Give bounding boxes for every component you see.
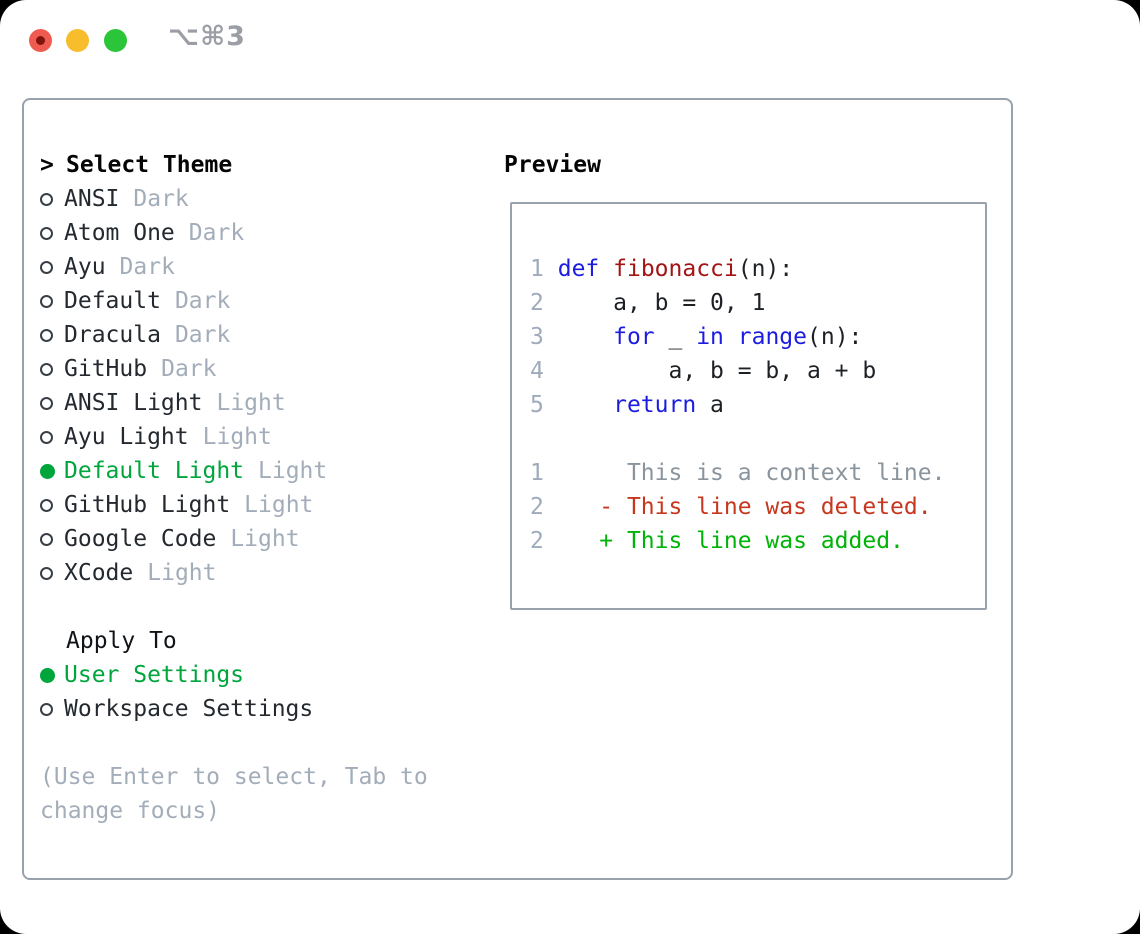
option-variant-tag: Dark <box>174 288 231 314</box>
theme-option[interactable]: GitHub Light Light <box>40 488 486 522</box>
select-theme-header: > Select Theme <box>40 148 486 182</box>
theme-option[interactable]: GitHub Dark <box>40 352 486 386</box>
preview-box: 1 def fibonacci(n): 2 a, b = 0, 1 3 for _ … <box>510 202 987 610</box>
option-label: Ayu Light <box>64 424 189 450</box>
option-label: Default Light <box>64 458 245 484</box>
radio-icon <box>40 430 53 444</box>
option-label: Ayu <box>64 254 106 280</box>
radio-icon <box>40 294 53 308</box>
option-label: XCode <box>64 560 134 586</box>
code-line: 1 This is a context line. <box>530 460 946 486</box>
radio-selected-icon <box>40 463 55 479</box>
code-line <box>530 422 945 456</box>
radio-icon <box>40 566 53 580</box>
theme-option[interactable]: Ayu Dark <box>40 250 486 284</box>
option-label: GitHub <box>64 356 148 382</box>
theme-option[interactable]: XCode Light <box>40 556 486 590</box>
radio-icon <box>40 362 53 376</box>
option-variant-tag: Light <box>216 390 286 416</box>
radio-icon <box>40 702 53 716</box>
code-preview: 1 def fibonacci(n): 2 a, b = 0, 1 3 for _ … <box>530 252 945 558</box>
code-line: 3 for _ in range(n): <box>530 324 863 350</box>
radio-icon <box>40 192 53 206</box>
apply-to-option[interactable]: Workspace Settings <box>40 692 486 726</box>
theme-option[interactable]: Dracula Dark <box>40 318 486 352</box>
theme-option[interactable]: ANSI Dark <box>40 182 486 216</box>
code-line: 1 def fibonacci(n): <box>530 256 794 282</box>
keyboard-hint-text: (Use Enter to select, Tab to change focu… <box>40 764 428 824</box>
close-button[interactable] <box>29 29 52 52</box>
option-label: ANSI <box>64 186 120 212</box>
radio-selected-icon <box>40 667 55 683</box>
spacer <box>40 590 486 624</box>
code-line: 4 a, b = b, a + b <box>530 358 877 384</box>
code-line: 2 + This line was added. <box>530 528 904 554</box>
radio-icon <box>40 396 53 410</box>
option-variant-tag: Light <box>230 526 300 552</box>
theme-option[interactable]: Atom One Dark <box>40 216 486 250</box>
code-line: 2 a, b = 0, 1 <box>530 290 766 316</box>
code-line: 5 return a <box>530 392 724 418</box>
option-label: Default <box>64 288 161 314</box>
radio-icon <box>40 328 53 342</box>
option-variant-tag: Light <box>147 560 217 586</box>
code-line: 2 - This line was deleted. <box>530 494 932 520</box>
apply-to-option[interactable]: User Settings <box>40 658 486 692</box>
minimize-button[interactable] <box>66 29 89 52</box>
option-variant-tag: Dark <box>161 356 217 382</box>
radio-icon <box>40 226 53 240</box>
theme-option[interactable]: Ayu Light Light <box>40 420 486 454</box>
preview-title: Preview <box>504 152 601 178</box>
radio-icon <box>40 260 53 274</box>
option-label: ANSI Light <box>64 390 203 416</box>
keyboard-shortcut-label: ⌥⌘3 <box>168 21 246 52</box>
option-label: Workspace Settings <box>64 696 314 722</box>
option-label: Google Code <box>64 526 217 552</box>
theme-option[interactable]: Default Dark <box>40 284 486 318</box>
option-label: Atom One <box>64 220 175 246</box>
radio-icon <box>40 498 53 512</box>
titlebar: ⌥⌘3 <box>0 0 1140 80</box>
option-label: User Settings <box>64 662 245 688</box>
option-variant-tag: Dark <box>188 220 245 246</box>
apply-to-title: Apply To <box>66 628 177 654</box>
option-variant-tag: Light <box>202 424 272 450</box>
option-variant-tag: Dark <box>174 322 231 348</box>
option-variant-tag: Dark <box>133 186 189 212</box>
option-variant-tag: Light <box>258 458 328 484</box>
select-theme-title: Select Theme <box>66 152 233 178</box>
option-variant-tag: Light <box>244 492 314 518</box>
theme-option[interactable]: ANSI Light Light <box>40 386 486 420</box>
radio-icon <box>40 532 53 546</box>
cursor-prompt-icon: > <box>40 152 54 178</box>
theme-option[interactable]: Google Code Light <box>40 522 486 556</box>
option-variant-tag: Dark <box>119 254 175 280</box>
option-label: Dracula <box>64 322 161 348</box>
zoom-button[interactable] <box>104 29 127 52</box>
theme-option[interactable]: Default Light Light <box>40 454 486 488</box>
option-label: GitHub Light <box>64 492 231 518</box>
